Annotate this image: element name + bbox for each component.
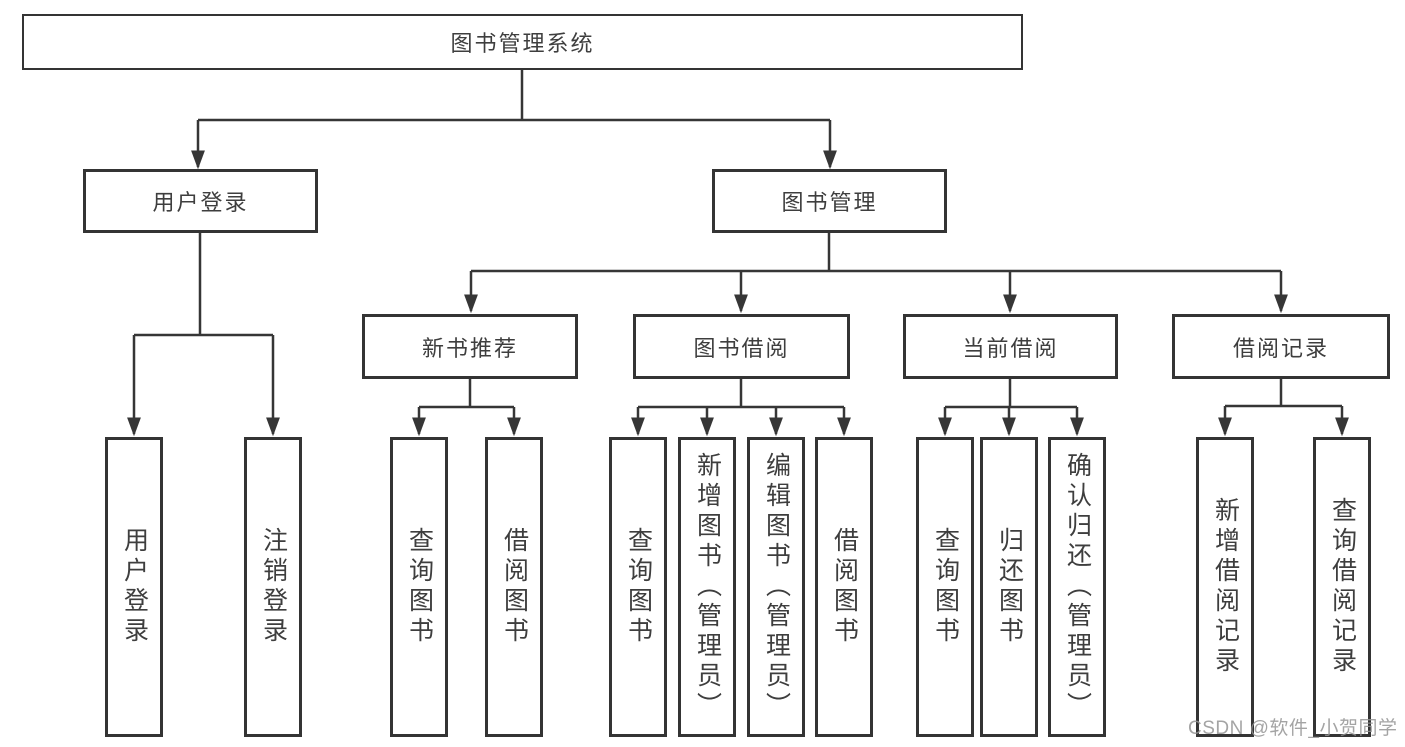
leaf-query-books-current: 查询图书 [916,437,974,737]
leaf-return-books: 归还图书 [980,437,1038,737]
node-book-borrowing: 图书借阅 [633,314,850,379]
node-library-system: 图书管理系统 [22,14,1023,70]
leaf-borrow-books-recommend: 借阅图书 [485,437,543,737]
leaf-add-book-admin: 新增图书（管理员） [678,437,736,737]
node-user-login: 用户登录 [83,169,318,233]
leaf-edit-book-admin: 编辑图书（管理员） [747,437,805,737]
leaf-query-borrow-record: 查询借阅记录 [1313,437,1371,737]
leaf-add-borrow-record: 新增借阅记录 [1196,437,1254,737]
leaf-logout: 注销登录 [244,437,302,737]
leaf-query-books-borrowing: 查询图书 [609,437,667,737]
node-current-borrowing: 当前借阅 [903,314,1118,379]
node-new-book-recommendation: 新书推荐 [362,314,578,379]
leaf-query-books-recommend: 查询图书 [390,437,448,737]
node-book-management: 图书管理 [712,169,947,233]
leaf-confirm-return-admin: 确认归还（管理员） [1048,437,1106,737]
leaf-borrow-books: 借阅图书 [815,437,873,737]
node-borrowing-records: 借阅记录 [1172,314,1390,379]
leaf-user-login: 用户登录 [105,437,163,737]
